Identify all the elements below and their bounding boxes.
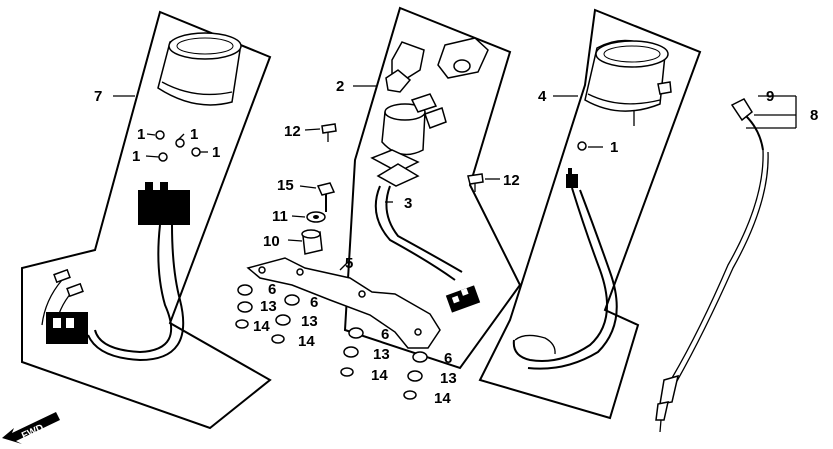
callout-13: 13 bbox=[440, 370, 457, 387]
loose-hardware bbox=[235, 123, 500, 400]
callout-15: 15 bbox=[277, 177, 294, 194]
screw-12-left bbox=[304, 123, 337, 142]
callout-1: 1 bbox=[190, 126, 198, 143]
speedometer-gauge bbox=[157, 32, 242, 106]
fwd-label: FWD bbox=[20, 423, 45, 442]
tachometer-panel bbox=[478, 8, 702, 420]
screw-12-right bbox=[467, 173, 500, 192]
steering-lock bbox=[385, 41, 425, 93]
callout-14: 14 bbox=[371, 367, 388, 384]
callout-1: 1 bbox=[212, 144, 220, 161]
tachometer-socket bbox=[566, 168, 578, 188]
callout-13: 13 bbox=[260, 298, 277, 315]
washer-11 bbox=[291, 211, 326, 223]
callout-2: 2 bbox=[336, 78, 344, 95]
instrument-bracket-5 bbox=[246, 257, 441, 349]
harness-connector bbox=[46, 312, 88, 344]
callout-14: 14 bbox=[434, 390, 451, 407]
callout-13: 13 bbox=[373, 346, 390, 363]
fwd-arrow: FWD bbox=[2, 412, 60, 444]
callout-12: 12 bbox=[284, 123, 301, 140]
rubber-grommets bbox=[235, 284, 428, 400]
callout-11: 11 bbox=[272, 208, 288, 225]
callout-1: 1 bbox=[610, 139, 618, 156]
callout-3: 3 bbox=[404, 195, 412, 212]
callout-13: 13 bbox=[301, 313, 318, 330]
callout-14: 14 bbox=[298, 333, 315, 350]
callout-12: 12 bbox=[503, 172, 520, 189]
callout-10: 10 bbox=[263, 233, 280, 250]
callout-6: 6 bbox=[310, 294, 318, 311]
callout-8: 8 bbox=[810, 107, 818, 124]
ignition-panel bbox=[343, 6, 522, 370]
tachometer-gauge bbox=[584, 39, 672, 126]
tachometer-cable bbox=[655, 95, 797, 433]
callouts: 7 1 1 1 1 2 12 12 15 3 11 10 5 6 6 6 6 1… bbox=[94, 78, 818, 407]
callout-9: 9 bbox=[766, 88, 774, 105]
callout-6: 6 bbox=[381, 326, 389, 343]
callout-14: 14 bbox=[253, 318, 270, 335]
callout-5: 5 bbox=[345, 255, 353, 272]
ignition-connector bbox=[445, 285, 481, 313]
callout-1: 1 bbox=[132, 148, 140, 165]
collar-10 bbox=[287, 229, 323, 255]
speedometer-panel bbox=[21, 10, 272, 430]
callout-4: 4 bbox=[538, 88, 547, 105]
switch-cover bbox=[437, 37, 489, 79]
callout-1: 1 bbox=[137, 126, 145, 143]
callout-6: 6 bbox=[444, 350, 452, 367]
ignition-switch-body bbox=[370, 93, 447, 187]
callout-6: 6 bbox=[268, 281, 276, 298]
bolt-15 bbox=[299, 182, 336, 212]
tachometer-wire-harness bbox=[512, 187, 618, 370]
callout-7: 7 bbox=[94, 88, 102, 105]
speedometer-connector-block bbox=[138, 182, 190, 225]
ignition-wire-harness bbox=[374, 185, 463, 281]
